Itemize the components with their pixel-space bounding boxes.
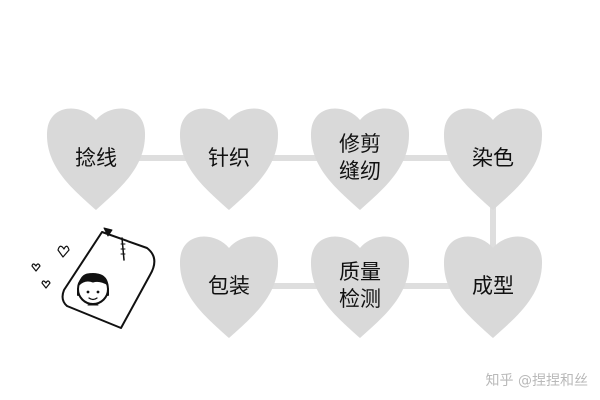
step-label-knit: 针织 xyxy=(174,145,284,172)
step-label-pack: 包装 xyxy=(174,273,284,300)
step-label-line: 修剪 xyxy=(305,131,415,158)
step-label-trim-sew: 修剪缝纫 xyxy=(305,131,415,185)
step-label-line: 缝纫 xyxy=(305,158,415,185)
step-label-dye: 染色 xyxy=(438,145,548,172)
step-label-line: 捻线 xyxy=(41,145,151,172)
step-label-line: 针织 xyxy=(174,145,284,172)
sock-package-doodle-icon xyxy=(32,228,154,328)
step-label-line: 成型 xyxy=(438,273,548,300)
step-label-twist: 捻线 xyxy=(41,145,151,172)
connector-layer xyxy=(96,158,493,286)
step-label-line: 包装 xyxy=(174,273,284,300)
watermark: 知乎 @捏捏和丝 xyxy=(486,370,588,390)
step-label-line: 检测 xyxy=(305,286,415,313)
step-label-line: 染色 xyxy=(438,145,548,172)
step-label-line: 质量 xyxy=(305,259,415,286)
step-label-shape: 成型 xyxy=(438,273,548,300)
step-label-inspect: 质量检测 xyxy=(305,259,415,313)
